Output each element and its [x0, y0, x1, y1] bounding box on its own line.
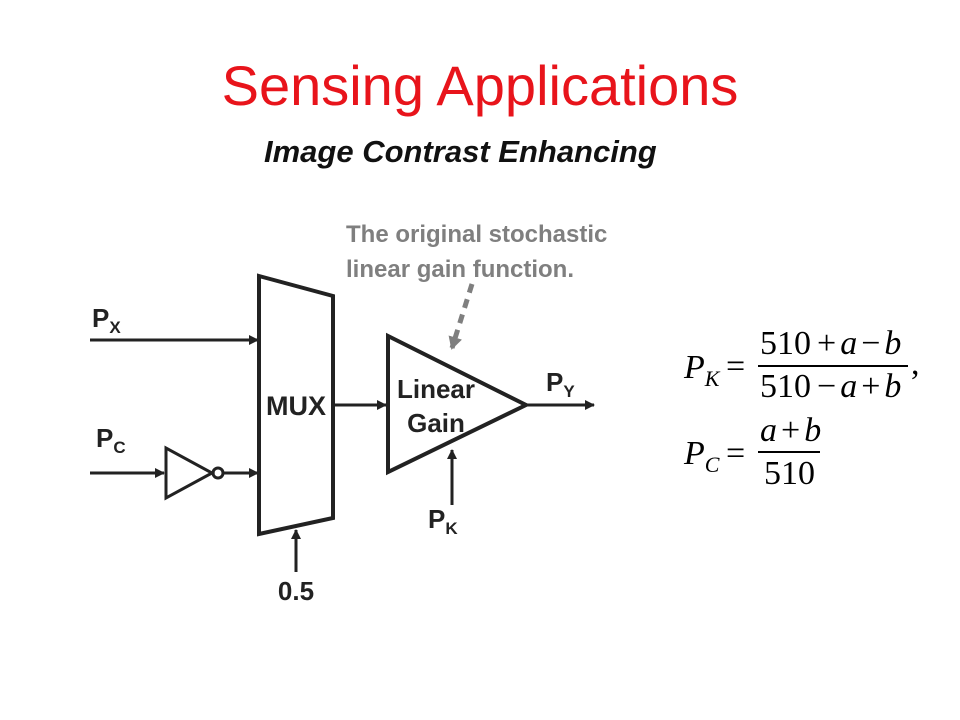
- equation-pk-numerator: 510+a−b: [760, 325, 901, 362]
- linear-gain-block: [386, 332, 531, 476]
- input-pc-label: PC: [96, 423, 126, 457]
- equation-pk-equals: =: [726, 348, 745, 385]
- equation-pc-lhs: PC: [683, 435, 720, 477]
- gain-label-line-2: Gain: [407, 408, 465, 438]
- equation-pc-equals: =: [726, 435, 745, 472]
- mux-select-value: 0.5: [278, 576, 314, 606]
- equation-pk-lhs: PK: [683, 349, 721, 391]
- input-px-label: PX: [92, 303, 121, 337]
- equation-pc: PC = a+b 510: [683, 412, 821, 492]
- slide-title: Sensing Applications: [221, 54, 739, 117]
- slide-subtitle: Image Contrast Enhancing: [264, 134, 657, 169]
- mux-label: MUX: [266, 391, 326, 421]
- inverter-bubble: [211, 466, 225, 480]
- annotation-arrow: [448, 283, 475, 350]
- equation-pc-denominator: 510: [764, 455, 815, 492]
- inverter-gate: [164, 445, 216, 501]
- mux-block: [257, 273, 335, 537]
- annotation-line-2: linear gain function.: [346, 256, 574, 283]
- equation-pk-denominator: 510−a+b: [760, 368, 901, 405]
- input-pk-label: PK: [428, 504, 458, 538]
- equation-pc-numerator: a+b: [760, 412, 821, 449]
- annotation-line-1: The original stochastic: [346, 221, 607, 248]
- gain-label-line-1: Linear: [397, 374, 475, 404]
- equation-pk-comma: ,: [911, 345, 920, 382]
- output-py-label: PY: [546, 367, 575, 401]
- equation-pk: PK = 510+a−b 510−a+b ,: [683, 325, 920, 405]
